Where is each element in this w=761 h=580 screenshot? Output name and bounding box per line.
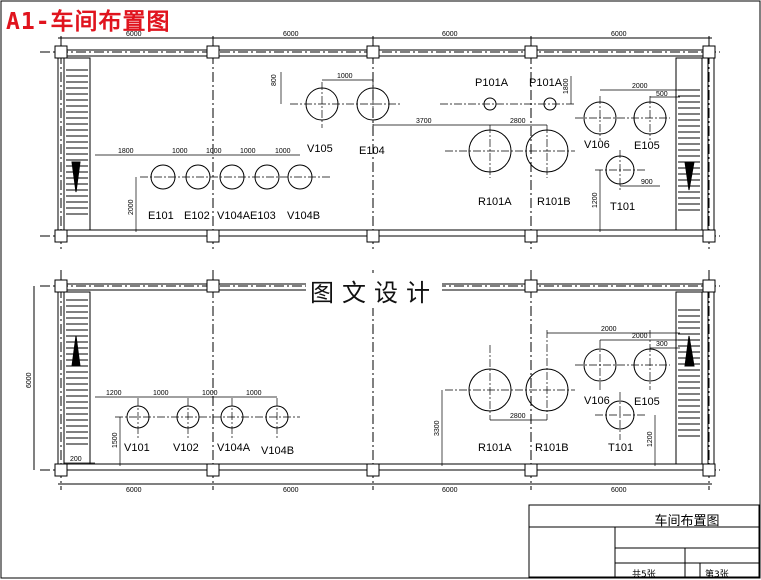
- dim-label: 2800: [510, 413, 526, 420]
- equipment-tag: T101: [608, 442, 633, 454]
- equipment-tag: V102: [173, 442, 199, 454]
- dim-label: 1500: [112, 432, 119, 448]
- equipment-tag: V106: [584, 395, 610, 407]
- title-block: [528, 504, 760, 578]
- dim-label: 200: [70, 456, 82, 463]
- drawing-title: A1-车间布置图: [6, 9, 171, 35]
- dim-label: 1800: [118, 148, 134, 155]
- dim-label: 1000: [246, 390, 262, 397]
- equipment-tag: V104B: [261, 445, 294, 457]
- title-block-drawing-name: 车间布置图: [654, 514, 720, 529]
- equipment-tag: E104: [359, 145, 385, 157]
- dim-label: 1800: [563, 78, 570, 94]
- dim-label: 1200: [592, 192, 599, 208]
- dim-label: 2800: [510, 118, 526, 125]
- stair-right: [675, 291, 703, 465]
- equipment-tag: E101: [148, 210, 174, 222]
- col-spacing-2: 6000: [283, 487, 299, 494]
- dim-label: 2000: [128, 199, 135, 215]
- equipment-tag: R101A: [478, 196, 512, 208]
- top-plan-tags: V105 E104 P101A P101A V106 E105 R101A R1…: [148, 77, 660, 222]
- equipment-bottom: [126, 348, 667, 430]
- section-title: 图文设计: [306, 273, 442, 308]
- equipment-tag: E102: [184, 210, 210, 222]
- equipment-tag: R101B: [535, 442, 569, 454]
- stair-left: [63, 57, 91, 231]
- equipment-tag: E105: [634, 396, 660, 408]
- dim-label: 1000: [172, 148, 188, 155]
- dim-label: 2000: [632, 333, 648, 340]
- col-spacing-4: 6000: [611, 487, 627, 494]
- title-block-total-sheets: 共5张: [632, 570, 656, 580]
- col-spacing-1: 6000: [126, 487, 142, 494]
- col-spacing-1: 6000: [126, 31, 142, 38]
- bottom-plan-labels: 6000 6000 6000 6000 6000 1200 1000 1000 …: [26, 326, 668, 494]
- dim-label: 300: [656, 341, 668, 348]
- side-dimension: 6000: [26, 372, 33, 388]
- dim-label: 900: [641, 179, 653, 186]
- dim-label: 3700: [416, 118, 432, 125]
- col-spacing-3: 6000: [442, 487, 458, 494]
- equipment-tag: P101A: [475, 77, 509, 89]
- column: [54, 45, 716, 243]
- equipment-tag: P101A: [529, 77, 563, 89]
- bottom-plan-tags: V101 V102 V104A V104B R101A R101B V106 E…: [124, 395, 660, 457]
- top-plan-labels: 6000 6000 6000 6000 1000 800 1800 3700 2…: [118, 31, 668, 215]
- title-block-sheet-no: 第3张: [705, 570, 729, 580]
- equipment-tag: R101A: [478, 442, 512, 454]
- dim-label: 1200: [106, 390, 122, 397]
- col-spacing-4: 6000: [611, 31, 627, 38]
- dim-label: 1000: [275, 148, 291, 155]
- equipment-tag: V104A: [217, 442, 251, 454]
- equipment-tag: V105: [307, 143, 333, 155]
- dim-label: 1000: [240, 148, 256, 155]
- equipment-tag: T101: [610, 201, 635, 213]
- dim-label: 2000: [632, 83, 648, 90]
- dim-label: 800: [271, 74, 278, 86]
- equipment-tag: E103: [250, 210, 276, 222]
- stair-right: [675, 57, 703, 231]
- col-spacing-2: 6000: [283, 31, 299, 38]
- dim-label: 1000: [206, 148, 222, 155]
- equipment-tag: V101: [124, 442, 150, 454]
- equipment-tag: V104A: [217, 210, 251, 222]
- dim-label: 1000: [337, 73, 353, 80]
- dim-label: 1200: [647, 431, 654, 447]
- stair-left: [63, 291, 91, 465]
- dim-label: 2000: [601, 326, 617, 333]
- equipment-tag: E105: [634, 140, 660, 152]
- top-plan: [40, 36, 720, 252]
- dim-label: 500: [656, 91, 668, 98]
- equipment-tag: V104B: [287, 210, 320, 222]
- dim-label: 1000: [202, 390, 218, 397]
- equipment-tag: V106: [584, 139, 610, 151]
- col-spacing-3: 6000: [442, 31, 458, 38]
- dim-label: 1000: [153, 390, 169, 397]
- dim-label: 3300: [434, 420, 441, 436]
- equipment-tag: R101B: [537, 196, 571, 208]
